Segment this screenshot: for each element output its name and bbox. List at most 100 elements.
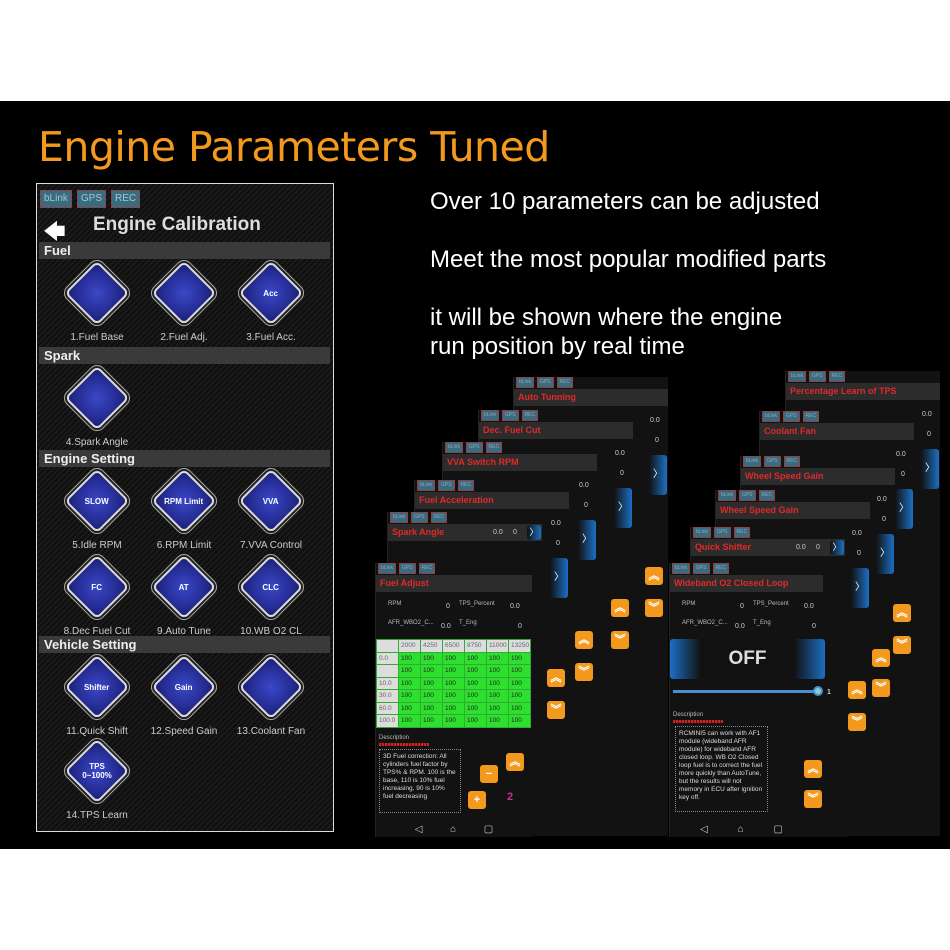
- table-cell[interactable]: 100: [464, 701, 487, 715]
- page-up-button[interactable]: ︽: [804, 760, 822, 778]
- next-option-button[interactable]: 〉: [921, 449, 939, 489]
- table-cell[interactable]: 100: [398, 689, 421, 703]
- blink-chip[interactable]: bLink: [445, 442, 463, 453]
- rec-chip[interactable]: REC: [418, 563, 436, 574]
- table-cell[interactable]: 100: [442, 676, 465, 690]
- table-cell[interactable]: 100: [398, 651, 421, 665]
- rec-chip[interactable]: REC: [521, 410, 539, 421]
- blink-chip[interactable]: bLink: [718, 490, 736, 501]
- gps-chip[interactable]: GPS: [437, 480, 455, 491]
- table-cell[interactable]: 100: [442, 714, 465, 728]
- decrease-button[interactable]: −: [480, 765, 498, 783]
- rec-chip[interactable]: REC: [733, 527, 751, 538]
- gps-chip[interactable]: GPS: [536, 377, 554, 388]
- rec-chip[interactable]: REC: [802, 411, 820, 422]
- calibration-item[interactable]: 2.Fuel Adj.: [144, 260, 224, 343]
- blink-chip[interactable]: bLink: [743, 456, 761, 467]
- rec-chip[interactable]: REC: [758, 490, 776, 501]
- table-cell[interactable]: 100: [486, 714, 509, 728]
- table-cell[interactable]: 100: [420, 689, 443, 703]
- table-cell[interactable]: 100: [420, 676, 443, 690]
- table-cell[interactable]: 100: [486, 676, 509, 690]
- table-cell[interactable]: 100: [464, 689, 487, 703]
- rec-chip[interactable]: REC: [430, 512, 448, 523]
- rec-chip[interactable]: REC: [111, 190, 141, 208]
- table-cell[interactable]: 100: [420, 664, 443, 678]
- rec-chip[interactable]: REC: [457, 480, 475, 491]
- nav-back-icon[interactable]: ◁: [414, 824, 423, 835]
- gps-chip[interactable]: GPS: [763, 456, 781, 467]
- table-cell[interactable]: 100: [420, 651, 443, 665]
- next-option-button[interactable]: 〉: [830, 540, 844, 555]
- gps-chip[interactable]: GPS: [398, 563, 416, 574]
- table-cell[interactable]: 100: [442, 664, 465, 678]
- table-cell[interactable]: 100: [442, 689, 465, 703]
- calibration-item[interactable]: 13.Coolant Fan: [231, 654, 311, 737]
- nav-home-icon[interactable]: ⌂: [450, 824, 457, 835]
- page-up-button[interactable]: ︽: [611, 599, 629, 617]
- table-cell[interactable]: 100: [508, 664, 531, 678]
- table-cell[interactable]: 100: [508, 651, 531, 665]
- gps-chip[interactable]: GPS: [782, 411, 800, 422]
- table-cell[interactable]: 100: [398, 714, 421, 728]
- gps-chip[interactable]: GPS: [76, 190, 107, 208]
- page-down-button[interactable]: ︾: [872, 679, 890, 697]
- next-option-button[interactable]: 〉: [578, 520, 596, 560]
- table-cell[interactable]: 100: [398, 664, 421, 678]
- page-down-button[interactable]: ︾: [611, 631, 629, 649]
- page-up-button[interactable]: ︽: [848, 681, 866, 699]
- table-cell[interactable]: 100: [486, 701, 509, 715]
- blink-chip[interactable]: bLink: [516, 377, 534, 388]
- gps-chip[interactable]: GPS: [410, 512, 428, 523]
- page-up-button[interactable]: ︽: [645, 567, 663, 585]
- table-cell[interactable]: 100: [464, 651, 487, 665]
- value-slider[interactable]: [673, 690, 819, 693]
- table-cell[interactable]: 100: [486, 651, 509, 665]
- page-up-button[interactable]: ︽: [575, 631, 593, 649]
- page-up-button[interactable]: ︽: [872, 649, 890, 667]
- blink-chip[interactable]: bLink: [40, 190, 72, 208]
- blink-chip[interactable]: bLink: [762, 411, 780, 422]
- gps-chip[interactable]: GPS: [713, 527, 731, 538]
- page-down-button[interactable]: ︾: [645, 599, 663, 617]
- blink-chip[interactable]: bLink: [693, 527, 711, 538]
- gps-chip[interactable]: GPS: [501, 410, 519, 421]
- blink-chip[interactable]: bLink: [378, 563, 396, 574]
- table-cell[interactable]: 100: [508, 701, 531, 715]
- blink-chip[interactable]: bLink: [390, 512, 408, 523]
- state-selector[interactable]: OFF: [670, 639, 825, 679]
- table-cell[interactable]: 100: [486, 689, 509, 703]
- nav-home-icon[interactable]: ⌂: [737, 824, 744, 835]
- gps-chip[interactable]: GPS: [692, 563, 710, 574]
- table-cell[interactable]: 100: [486, 664, 509, 678]
- blink-chip[interactable]: bLink: [417, 480, 435, 491]
- gps-chip[interactable]: GPS: [465, 442, 483, 453]
- blink-chip[interactable]: bLink: [481, 410, 499, 421]
- blink-chip[interactable]: bLink: [788, 371, 806, 382]
- nav-back-icon[interactable]: ◁: [699, 824, 708, 835]
- page-down-button[interactable]: ︾: [804, 790, 822, 808]
- rec-chip[interactable]: REC: [556, 377, 574, 388]
- page-up-button[interactable]: ︽: [506, 753, 524, 771]
- increase-button[interactable]: +: [468, 791, 486, 809]
- page-down-button[interactable]: ︾: [547, 701, 565, 719]
- rec-chip[interactable]: REC: [485, 442, 503, 453]
- rec-chip[interactable]: REC: [783, 456, 801, 467]
- nav-recent-icon[interactable]: ▢: [483, 824, 494, 835]
- next-option-button[interactable]: 〉: [649, 455, 667, 495]
- table-cell[interactable]: 100: [508, 689, 531, 703]
- table-cell[interactable]: 100: [398, 701, 421, 715]
- arrow-left-icon[interactable]: 🡄: [43, 219, 66, 244]
- next-option-button[interactable]: 〉: [876, 534, 894, 574]
- table-cell[interactable]: 100: [442, 701, 465, 715]
- blink-chip[interactable]: bLink: [672, 563, 690, 574]
